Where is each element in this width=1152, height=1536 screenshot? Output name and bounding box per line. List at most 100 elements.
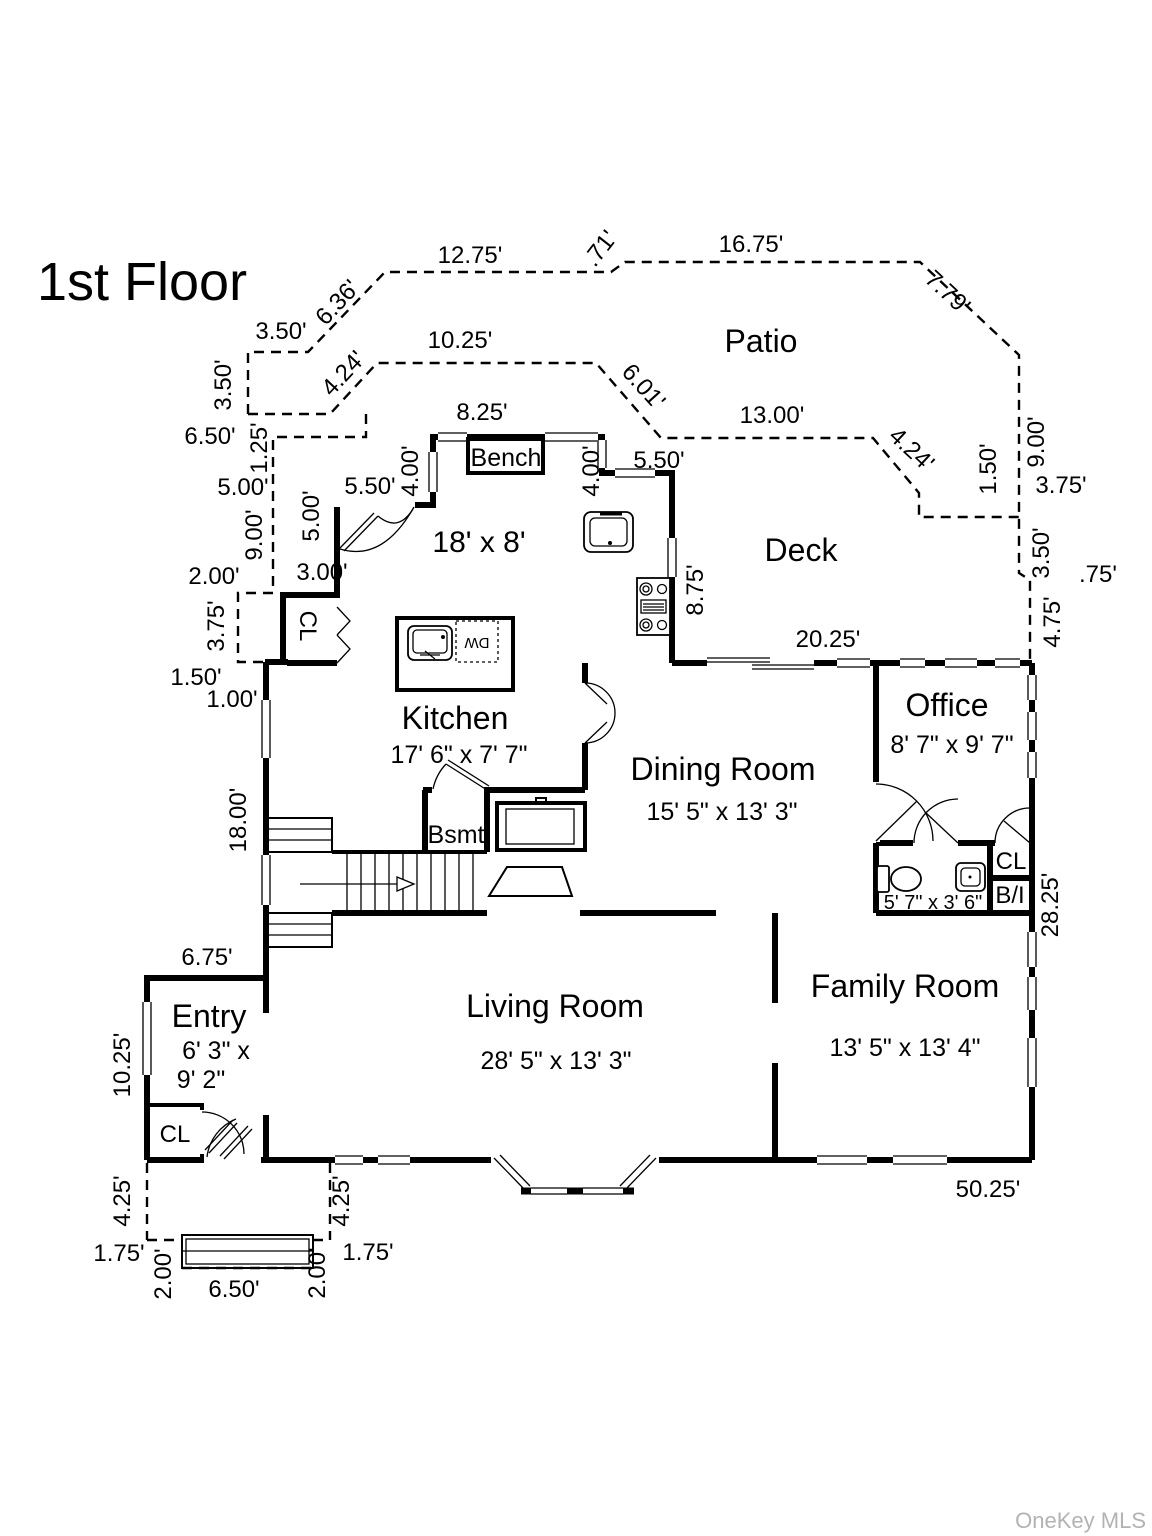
bsmt-label: Bsmt (428, 821, 485, 849)
stairs (300, 853, 474, 912)
dim-porch-200-left: 2.00' (150, 1248, 177, 1299)
room-kitchen: Kitchen (402, 700, 509, 736)
door-openings (198, 684, 1029, 1166)
dishwasher-box (455, 620, 499, 663)
bath-sink (955, 862, 986, 892)
dim-nook-550-right: 5.50' (633, 447, 684, 474)
dim-deck-424-left: 4.24' (316, 346, 371, 402)
nook-dims: 18' x 8' (432, 526, 525, 559)
dim-inner-200: 2.00' (188, 563, 239, 590)
porch-outline (145, 1163, 332, 1270)
dishwasher-label: DW (464, 634, 490, 651)
dim-porch-200-right: 2.00' (304, 1247, 331, 1298)
dim-porch-175-left: 1.75' (93, 1240, 144, 1267)
dim-entry-675: 6.75' (181, 944, 232, 971)
dim-nook-400-right: 4.00' (578, 445, 605, 496)
window-bottom-wall (335, 1155, 947, 1165)
stove (636, 577, 671, 636)
room-patio: Patio (725, 323, 798, 359)
room-office: Office (906, 687, 989, 723)
window-nook (438, 432, 655, 478)
room-dining: Dining Room (631, 751, 816, 787)
dim-right-375: 3.75' (1035, 472, 1086, 499)
kitchen-closet-bifold (336, 606, 351, 664)
dim-patio-left-v: 3.50' (210, 359, 237, 410)
room-entry-dims1: 6' 3" x (182, 1037, 250, 1065)
dim-inner-125: 1.25' (246, 422, 273, 473)
window-west-walls (142, 440, 677, 1075)
dim-deck-424-right: 4.24' (883, 422, 939, 477)
builtin-label: B/I (995, 882, 1024, 909)
page-title: 1st Floor (37, 252, 247, 312)
dim-inner-375: 3.75' (203, 600, 230, 651)
room-living-dims: 28' 5" x 13' 3" (480, 1047, 631, 1075)
room-kitchen-dims: 17' 6" x 7' 7" (390, 741, 527, 769)
dim-deck-601: 6.01' (616, 359, 670, 415)
dim-patio-top-2: 16.75' (719, 231, 784, 258)
basement-door (432, 759, 490, 791)
room-labels: Patio Deck Kitchen 17' 6" x 7' 7" 18' x … (160, 323, 1027, 1148)
dim-inner-150: 1.50' (170, 664, 221, 691)
toilet (876, 865, 922, 893)
room-office-dims: 8' 7" x 9' 7" (890, 731, 1013, 759)
dim-deck-1300: 13.00' (740, 402, 805, 429)
stair-cabinets (267, 817, 333, 948)
room-deck: Deck (765, 532, 839, 568)
deck-slider (707, 655, 814, 671)
hearth (487, 866, 574, 897)
dim-inner-500h: 5.00' (217, 474, 268, 501)
dim-right-475: 4.75' (1039, 596, 1066, 647)
bench-recess (466, 437, 545, 475)
dim-inner-100: 1.00' (206, 686, 257, 713)
dim-kitchen-875: 8.75' (682, 564, 709, 615)
dim-inner-900: 9.00' (241, 509, 268, 560)
dim-porch-650: 6.50' (208, 1276, 259, 1303)
dining-french-doors (584, 682, 616, 744)
dim-top-2025: 20.25' (796, 626, 861, 653)
dim-right-075: .75' (1079, 561, 1117, 588)
dim-east-2825: 28.25' (1037, 873, 1064, 938)
doors (201, 506, 1031, 1160)
dim-kitchen-500: 5.00' (298, 490, 325, 541)
room-family: Family Room (811, 968, 999, 1004)
dim-patio-top-1: 12.75' (438, 242, 503, 269)
dim-patio-left-h: 3.50' (255, 318, 306, 345)
fireplace (487, 797, 587, 897)
dim-nook-825: 8.25' (456, 399, 507, 426)
closet-kitchen-label: CL (294, 611, 321, 642)
kitchen-island: DW (395, 616, 515, 692)
stair-arrow (396, 876, 416, 892)
dim-nook-550-left: 5.50' (344, 473, 395, 500)
office-door (875, 783, 934, 842)
corner-sink (583, 511, 634, 553)
room-living: Living Room (466, 988, 644, 1024)
dim-deck-150: 1.50' (975, 443, 1002, 494)
room-entry-dims2: 9' 2" (177, 1066, 225, 1094)
dim-nook-400-left: 4.00' (397, 445, 424, 496)
bench-label: Bench (471, 444, 542, 472)
room-entry: Entry (172, 998, 247, 1034)
room-dining-dims: 15' 5" x 13' 3" (646, 798, 797, 826)
dim-inner-650: 6.50' (184, 423, 235, 450)
nook-french-doors (339, 506, 415, 553)
room-family-dims: 13' 5" x 13' 4" (829, 1034, 980, 1062)
dim-right-900: 9.00' (1023, 416, 1050, 467)
watermark: OneKey MLS (1015, 1508, 1146, 1533)
dim-entry-1025: 10.25' (109, 1033, 136, 1098)
bay-window (491, 1154, 659, 1195)
dim-porch-425-left: 4.25' (109, 1175, 136, 1226)
bath-door (913, 798, 959, 844)
dim-patio-step: .71' (578, 225, 623, 272)
window-east-wall (1027, 675, 1037, 1087)
fixtures: DW (267, 437, 986, 948)
entry-closet-doors (201, 1111, 245, 1155)
dim-porch-425-right: 4.25' (328, 1175, 355, 1226)
window-top-wall (837, 658, 1020, 668)
bath-dims: 5' 7" x 3' 6" (884, 892, 983, 914)
closet-bath-label: CL (996, 848, 1027, 875)
dim-west-1800: 18.00' (225, 788, 252, 853)
dim-right-350: 3.50' (1028, 527, 1055, 578)
front-door (206, 1118, 253, 1160)
